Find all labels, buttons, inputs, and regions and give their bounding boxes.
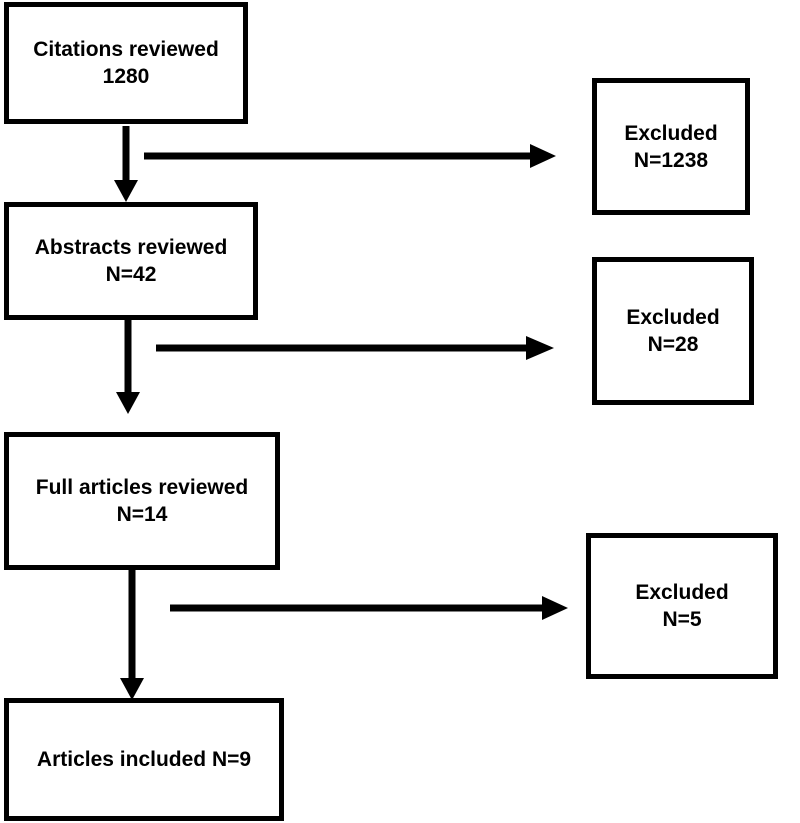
excluded-label: Excluded	[626, 306, 720, 329]
full-articles-reviewed-label: Full articles reviewed	[35, 476, 249, 499]
arrow-to-excluded-28	[156, 336, 554, 360]
full-articles-reviewed-box: Full articles reviewed N=14	[4, 432, 280, 570]
abstracts-reviewed-count: N=42	[105, 263, 157, 286]
excluded-label: Excluded	[624, 121, 718, 145]
full-articles-reviewed-count: N=14	[116, 503, 168, 526]
excluded-count: N=28	[647, 333, 699, 356]
excluded-after-citations-box: Excluded N=1238	[592, 78, 750, 215]
abstracts-reviewed-label: Abstracts reviewed	[34, 236, 228, 259]
excluded-count: N=1238	[633, 148, 709, 172]
excluded-after-abstracts-box: Excluded N=28	[592, 257, 754, 405]
excluded-after-full-articles-box: Excluded N=5	[586, 533, 778, 679]
articles-included-label: Articles included N=9	[36, 748, 252, 771]
excluded-label: Excluded	[635, 581, 729, 604]
arrow-to-excluded-1238	[144, 144, 556, 168]
citations-reviewed-box: Citations reviewed 1280	[4, 2, 248, 124]
arrow-full-articles-to-included	[120, 570, 144, 700]
citations-reviewed-label: Citations reviewed	[33, 38, 219, 61]
arrow-abstracts-to-full-articles	[116, 320, 140, 414]
abstracts-reviewed-box: Abstracts reviewed N=42	[4, 202, 258, 320]
articles-included-box: Articles included N=9	[4, 698, 284, 821]
excluded-count: N=5	[662, 608, 702, 631]
arrow-citations-to-abstracts	[114, 126, 138, 202]
arrow-to-excluded-5	[170, 596, 568, 620]
citations-reviewed-count: 1280	[102, 65, 150, 88]
